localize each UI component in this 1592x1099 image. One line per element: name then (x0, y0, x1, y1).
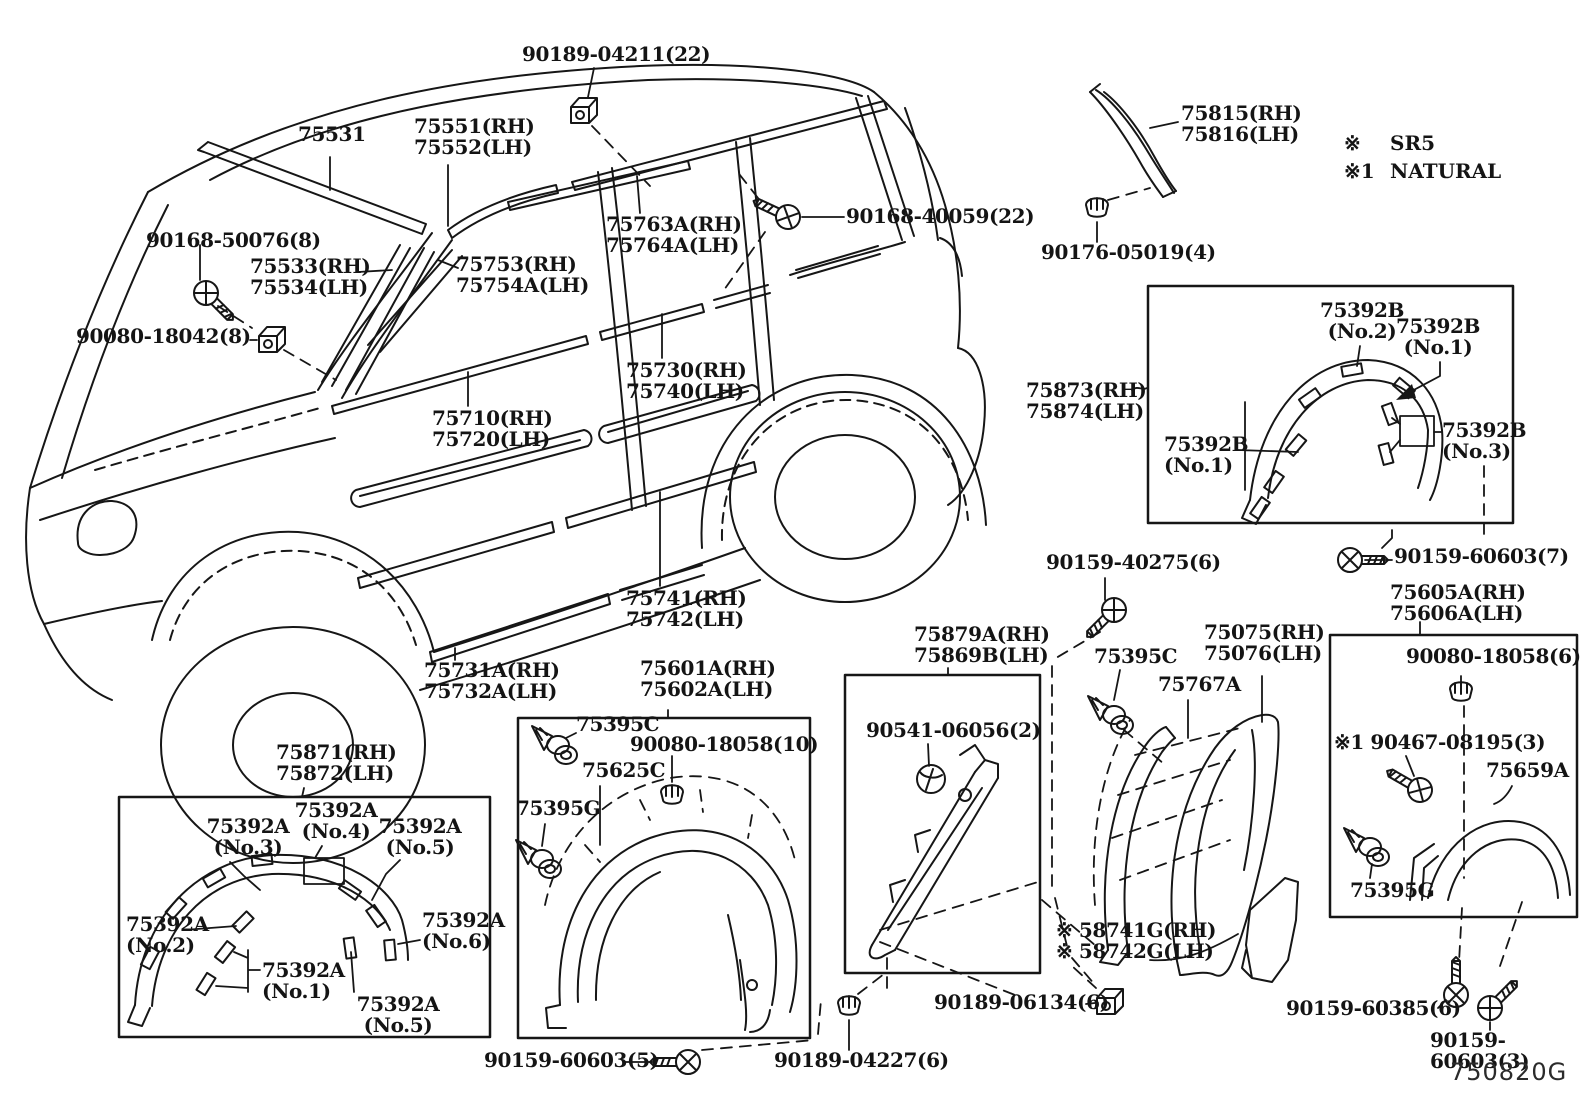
figure-code: 750820G (1450, 1058, 1568, 1086)
part-label-75815: 75815(RH) 75816(LH) (1181, 101, 1302, 146)
part-label-75710: 75710(RH) 75720(LH) (432, 406, 553, 451)
part-label-75392A-no2: 75392A (No.2) (126, 912, 209, 957)
part-label-90168-40059: 90168-40059(22) (846, 204, 1035, 228)
detail-box-arch-clips-lh (117, 795, 492, 1039)
part-label-75625C: 75625C (582, 758, 666, 782)
part-label-90467-08195: ※1 90467-08195(3) (1334, 730, 1546, 754)
part-label-75392A-no5-bottom: 75392A (No.5) (356, 992, 440, 1037)
part-label-90541-06056: 90541-06056(2) (866, 718, 1041, 742)
part-label-90080-18042: 90080-18042(8) (76, 324, 251, 348)
part-label-75605A: 75605A(RH) 75606A(LH) (1390, 580, 1526, 625)
part-label-75395G-box5: 75395G (516, 796, 601, 820)
part-label-75871: 75871(RH) 75872(LH) (276, 740, 397, 785)
legend-natural-text: NATURAL (1390, 159, 1502, 183)
dashed-connectors (217, 125, 1523, 1051)
detail-box-fender-bracket (843, 673, 1042, 975)
part-label-90168-50076: 90168-50076(8) (146, 228, 321, 252)
part-label-75395C-right: 75395C (1094, 644, 1178, 668)
part-label-75731A: 75731A(RH) 75732A(LH) (424, 658, 560, 703)
part-label-90189-04227: 90189-04227(6) (774, 1048, 949, 1072)
part-label-90159-60603-5: 90159-60603(5) (484, 1048, 659, 1072)
part-label-75753: 75753(RH) 75754A(LH) (456, 252, 589, 297)
mudguard-and-arch-parts (1099, 713, 1299, 983)
part-label-75763A: 75763A(RH) 75764A(LH) (606, 212, 742, 257)
part-label-75392A-no1: 75392A (No.1) (262, 958, 345, 1003)
part-label-75730: 75730(RH) 75740(LH) (626, 358, 747, 403)
detail-box-rear-arch-clips (1146, 284, 1515, 525)
part-label-75551: 75551(RH) 75552(LH) (414, 114, 535, 159)
quarter-pillar-trim (1089, 83, 1177, 198)
reference-mark-1-icon: ※1 (1344, 159, 1375, 183)
part-label-75392A-no3: 75392A (No.3) (206, 814, 290, 859)
part-label-75392A-no6: 75392A (No.6) (422, 908, 505, 953)
part-label-75659A: 75659A (1486, 758, 1569, 782)
part-label-90159-60385: 90159-60385(6) (1286, 996, 1461, 1020)
part-label-75531: 75531 (298, 122, 366, 146)
detail-box-front-arch-moulding (1328, 633, 1579, 919)
part-label-90159-40275: 90159-40275(6) (1046, 550, 1221, 574)
part-label-90189-06134: 90189-06134(6) (934, 990, 1109, 1014)
part-label-90189-04211: 90189-04211(22) (522, 42, 711, 66)
leader-lines (199, 67, 1513, 1063)
part-label-75392B-no1-top: 75392B (No.1) (1395, 314, 1481, 359)
part-label-75392A-no5-top: 75392A (No.5) (378, 814, 462, 859)
legend-natural: ※1 NATURAL (1344, 159, 1501, 183)
part-label-75392B-no2: 75392B (No.2) (1319, 298, 1405, 343)
vehicle-outline (25, 63, 987, 864)
part-label-58741G: ※ 58741G(RH) ※ 58742G(LH) (1056, 918, 1217, 963)
reference-mark-icon: ※ (1344, 131, 1361, 155)
part-label-75601A: 75601A(RH) 75602A(LH) (640, 656, 776, 701)
part-label-75392A-no4: 75392A (No.4) (294, 798, 378, 843)
mudguard-58741g (1241, 877, 1299, 983)
detail-box-fender-liner (516, 716, 812, 1040)
part-label-75395C-box5: 75395C (576, 712, 660, 736)
legend-sr5-text: SR5 (1390, 131, 1435, 155)
part-label-75392B-no3: 75392B (No.3) (1442, 418, 1527, 463)
part-label-75075: 75075(RH) 75076(LH) (1204, 620, 1325, 665)
part-label-75767A: 75767A (1158, 672, 1241, 696)
part-label-75873: 75873(RH) 75874(LH) (1026, 378, 1147, 423)
fasteners (188, 97, 1527, 1075)
legend-sr5: ※ SR5 (1344, 131, 1435, 155)
part-label-75395G-box2: 75395G (1350, 878, 1435, 902)
part-label-90159-60603-7: 90159-60603(7) (1394, 544, 1569, 568)
part-label-75741: 75741(RH) 75742(LH) (626, 586, 747, 631)
part-label-90080-18058-10: 90080-18058(10) (630, 732, 819, 756)
part-label-90176-05019: 90176-05019(4) (1041, 240, 1216, 264)
part-label-75392B-no1-left: 75392B (No.1) (1164, 432, 1249, 477)
part-label-75879A: 75879A(RH) 75869B(LH) (914, 622, 1050, 667)
part-label-90159-60603-3: 90159-60603(3) (1430, 1028, 1530, 1073)
part-label-75533: 75533(RH) 75534(LH) (250, 254, 371, 299)
part-label-90080-18058-6: 90080-18058(6) (1406, 644, 1581, 668)
body-moulding-strips (197, 100, 888, 663)
